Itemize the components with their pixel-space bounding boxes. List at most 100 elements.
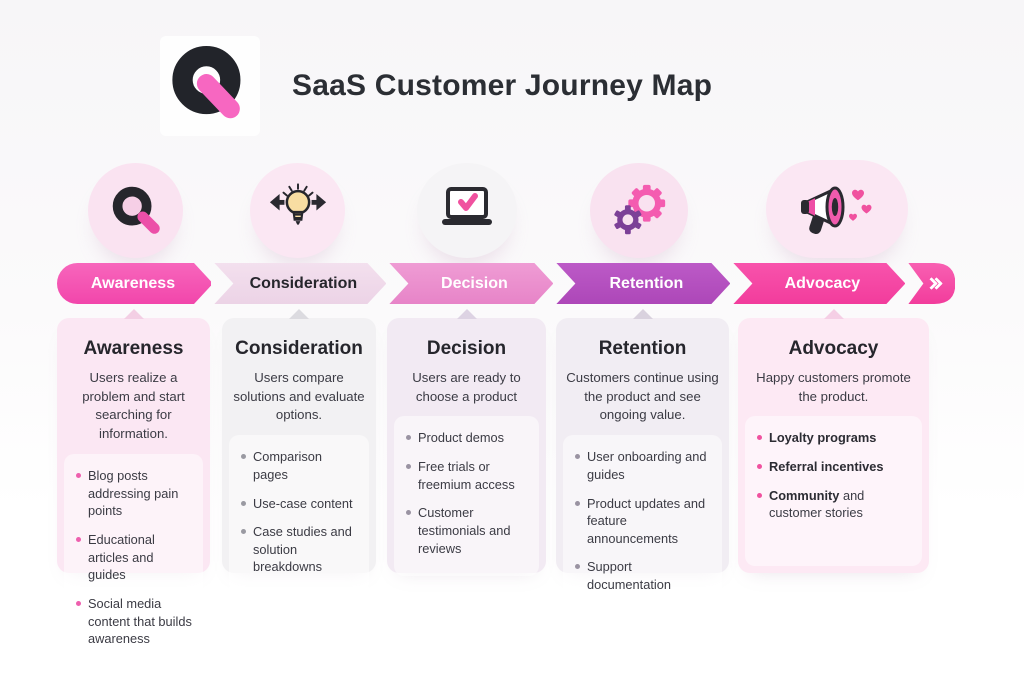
card-retention: Retention Customers continue using the p… (556, 309, 729, 613)
list-item: Use-case content (239, 495, 359, 513)
stage-icon-advocacy (766, 160, 908, 258)
list-item: Support documentation (573, 558, 712, 593)
banner-stage-retention: Retention (556, 263, 730, 304)
q-magnifier-logo-icon (172, 45, 241, 119)
card-description: Customers continue using the product and… (566, 370, 719, 423)
list-item: Comparison pages (239, 448, 359, 483)
card-pointer (823, 309, 844, 319)
bullet-text: Comparison pages (253, 449, 322, 482)
bullet-text: Use-case content (253, 495, 353, 511)
bullet-dot (406, 435, 411, 441)
banner-label-retention: Retention (609, 274, 684, 292)
bullet-dot (76, 472, 81, 478)
bullet-dot (575, 454, 580, 460)
banner-label-awareness: Awareness (90, 274, 176, 292)
card-title: Awareness (83, 338, 184, 359)
page-title: SaaS Customer Journey Map (292, 69, 713, 102)
megaphone-hearts-icon (801, 186, 872, 235)
list-item: Referral incentives (755, 458, 912, 476)
list-item: Free trials or freemium access (404, 458, 529, 493)
list-item: Social media content that builds awarene… (74, 595, 193, 648)
card-description: Users compare solutions and evaluate opt… (233, 370, 365, 423)
bullet-text: Customer testimonials and reviews (418, 505, 511, 556)
bullet-dot (241, 529, 246, 535)
bullet-text-bold: Loyalty programs (769, 430, 877, 446)
list-item: User onboarding and guides (573, 448, 712, 483)
card-awareness: Awareness Users realize a problem and st… (57, 309, 210, 667)
list-item: Blog posts addressing pain points (74, 467, 193, 520)
bullet-dot (241, 500, 246, 506)
stage-icon-consideration (250, 163, 345, 258)
banner-end-cap (908, 263, 955, 304)
banner-stage-decision: Decision (389, 263, 553, 304)
banner-label-decision: Decision (441, 274, 508, 292)
card-decision: Decision Users are ready to choose a pro… (387, 309, 546, 577)
gears-icon (614, 184, 666, 234)
banner-label-advocacy: Advocacy (784, 274, 861, 292)
bullet-dot (241, 454, 246, 460)
bullet-text: Free trials or freemium access (418, 459, 515, 492)
bullet-text-bold: Referral incentives (769, 459, 884, 475)
card-title: Decision (426, 338, 507, 359)
card-bullet-panel: Product demos Free trials or freemium ac… (394, 416, 539, 577)
bullet-dot (575, 500, 580, 506)
list-item: Community and customer stories (755, 487, 912, 522)
list-item: Customer testimonials and reviews (404, 504, 529, 557)
card-bullet-panel: User onboarding and guides Product updat… (563, 435, 722, 613)
card-title: Advocacy (788, 338, 879, 359)
card-pointer (632, 309, 653, 319)
bullet-text: Social media content that builds awarene… (88, 595, 192, 647)
header: SaaS Customer Journey Map (160, 36, 712, 136)
bullet-text: Blog posts addressing pain points (88, 467, 179, 519)
list-item: Product demos (404, 429, 529, 447)
bullet-text: User onboarding and guides (587, 449, 707, 482)
card-pointer (289, 309, 309, 319)
bullet-text: Educational articles and guides (88, 531, 155, 583)
stage-icon-decision (417, 163, 517, 258)
bullet-dot (575, 564, 580, 570)
journey-banner: Awareness Consideration Decision Retenti… (57, 263, 955, 304)
card-bullet-panel: Comparison pages Use-case content Case s… (229, 435, 369, 596)
bullet-dot (406, 464, 411, 470)
bullet-list: Comparison pages Use-case content Case s… (239, 448, 359, 576)
bullet-list: Blog posts addressing pain points Educat… (74, 467, 193, 648)
magnifier-icon (112, 186, 160, 234)
list-item: Product updates and feature announcement… (573, 495, 712, 548)
stage-icon-awareness (88, 163, 183, 258)
bullet-list: User onboarding and guides Product updat… (573, 448, 712, 594)
banner-stage-awareness: Awareness (57, 263, 211, 304)
card-title: Retention (598, 338, 687, 359)
banner-stage-advocacy: Advocacy (733, 263, 905, 304)
bullet-list: Loyalty programs Referral incentives Com… (755, 429, 912, 522)
bullet-dot (757, 435, 762, 441)
logo (160, 36, 260, 136)
bullet-text-bold: Community (769, 487, 840, 503)
card-description: Users are ready to choose a product (412, 370, 521, 404)
bullet-text: Support documentation (587, 559, 671, 593)
bullet-text: Product demos (418, 430, 505, 446)
card-consideration: Consideration Users compare solutions an… (222, 309, 376, 596)
card-pointer (456, 309, 477, 319)
list-item: Case studies and solution breakdowns (239, 523, 359, 576)
bullet-dot (76, 600, 81, 606)
list-item: Educational articles and guides (74, 531, 193, 584)
bullet-dot (76, 536, 81, 542)
list-item: Loyalty programs (755, 429, 912, 447)
card-description: Users realize a problem and start search… (82, 370, 185, 442)
bullet-dot (406, 510, 411, 516)
card-bullet-panel: Blog posts addressing pain points Educat… (64, 453, 203, 667)
card-pointer (123, 309, 144, 319)
bullet-text: Product updates and feature announcement… (587, 495, 706, 546)
banner-stage-consideration: Consideration (214, 263, 386, 304)
card-title: Consideration (235, 338, 363, 359)
bullet-text: and customer stories (769, 487, 865, 521)
banner-label-consideration: Consideration (249, 274, 358, 292)
bullet-list: Product demos Free trials or freemium ac… (404, 429, 529, 557)
bullet-text: Case studies and solution breakdowns (253, 524, 352, 575)
card-description: Happy customers promote the product. (756, 370, 911, 404)
laptop-check-icon (442, 186, 492, 225)
stage-icon-retention (590, 163, 688, 258)
bullet-dot (757, 464, 762, 470)
bullet-dot (757, 492, 762, 498)
